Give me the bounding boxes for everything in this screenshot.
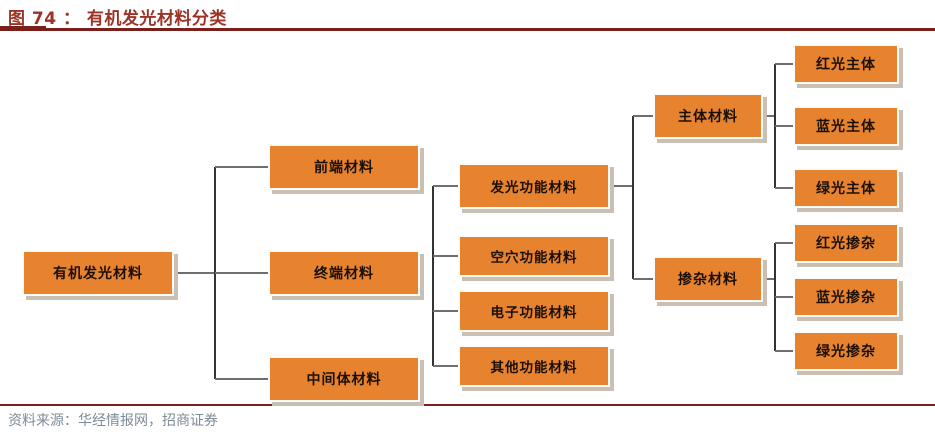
node-other-functional-material[interactable]: 其他功能材料 bbox=[458, 345, 610, 387]
node-label: 其他功能材料 bbox=[490, 360, 578, 376]
node-green-dopant[interactable]: 绿光掺杂 bbox=[793, 331, 899, 371]
diagram-connectors bbox=[174, 62, 793, 381]
node-dopant-material[interactable]: 掺杂材料 bbox=[653, 256, 763, 302]
diagram-canvas: 有机发光材料 前端材料 终端材料 中间体材料 发光功能材料 空穴功能材料 电子功… bbox=[0, 32, 935, 402]
node-front-material[interactable]: 前端材料 bbox=[268, 144, 420, 190]
node-label: 电子功能材料 bbox=[490, 305, 578, 321]
figure-title: 图 74 ： 有机发光材料分类 bbox=[8, 9, 227, 29]
node-host-material[interactable]: 主体材料 bbox=[653, 93, 763, 139]
node-label: 前端材料 bbox=[314, 160, 374, 176]
node-root[interactable]: 有机发光材料 bbox=[22, 250, 174, 296]
node-electron-functional-material[interactable]: 电子功能材料 bbox=[458, 290, 610, 332]
node-blue-dopant[interactable]: 蓝光掺杂 bbox=[793, 277, 899, 317]
footer-rule bbox=[0, 404, 935, 406]
node-red-dopant[interactable]: 红光掺杂 bbox=[793, 223, 899, 263]
title-rule bbox=[0, 28, 935, 31]
node-label: 绿光掺杂 bbox=[816, 344, 876, 360]
node-label: 发光功能材料 bbox=[490, 180, 578, 196]
node-red-host[interactable]: 红光主体 bbox=[793, 44, 899, 84]
node-label: 蓝光主体 bbox=[816, 119, 876, 135]
node-label: 蓝光掺杂 bbox=[816, 290, 876, 306]
node-label: 终端材料 bbox=[314, 266, 374, 282]
node-hole-functional-material[interactable]: 空穴功能材料 bbox=[458, 235, 610, 277]
node-emissive-functional-material[interactable]: 发光功能材料 bbox=[458, 163, 610, 209]
figure-source: 资料来源：华经情报网，招商证券 bbox=[8, 413, 218, 429]
node-label: 红光掺杂 bbox=[816, 236, 876, 252]
node-label: 空穴功能材料 bbox=[490, 250, 578, 266]
node-green-host[interactable]: 绿光主体 bbox=[793, 168, 899, 208]
node-label: 中间体材料 bbox=[306, 372, 382, 388]
node-terminal-material[interactable]: 终端材料 bbox=[268, 250, 420, 296]
node-label: 红光主体 bbox=[816, 57, 876, 73]
node-label: 掺杂材料 bbox=[678, 272, 738, 288]
node-blue-host[interactable]: 蓝光主体 bbox=[793, 106, 899, 146]
node-label: 绿光主体 bbox=[816, 181, 876, 197]
node-label: 主体材料 bbox=[678, 109, 738, 125]
node-label: 有机发光材料 bbox=[53, 266, 143, 282]
node-intermediate-material[interactable]: 中间体材料 bbox=[268, 356, 420, 402]
